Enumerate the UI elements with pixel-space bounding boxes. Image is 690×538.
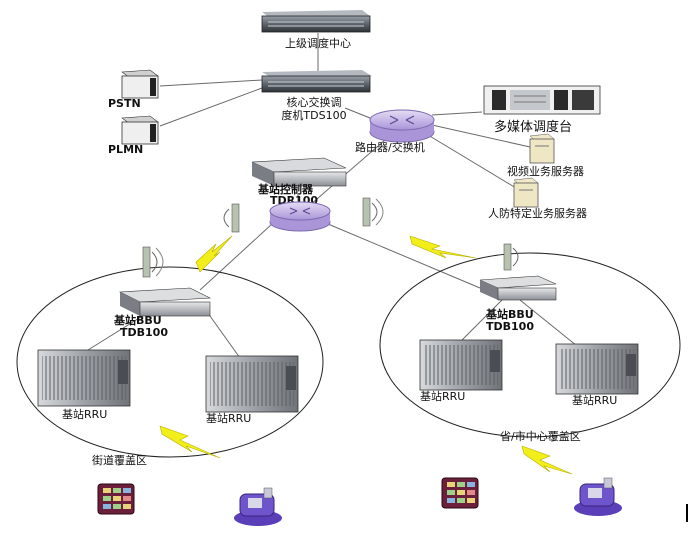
bs-router-icon: [269, 201, 331, 232]
street-area-label: 街道覆盖区: [92, 453, 147, 467]
antenna-icon: [362, 197, 384, 227]
rru-left-1-icon: [37, 349, 131, 407]
bbu-right-label-line1: 基站BBU: [485, 307, 534, 321]
handset-terminal-icon: [97, 483, 135, 515]
pstn-label: PSTN: [108, 97, 141, 110]
rru-left-1-label: 基站RRU: [62, 407, 107, 421]
rru-right-2-label: 基站RRU: [572, 393, 617, 407]
video-server-icon: [529, 133, 555, 164]
antenna-icon: [223, 203, 240, 233]
city-coverage-ellipse: [379, 252, 681, 438]
bs-controller-icon: [251, 157, 347, 187]
rru-right-1-label: 基站RRU: [420, 389, 465, 403]
bbu-right-label-line2: TDB100: [486, 320, 534, 333]
civil-defense-server-icon: [513, 177, 539, 208]
bbu-right-icon: [479, 275, 557, 301]
city-area-label: 省/市中心覆盖区: [500, 429, 581, 443]
antenna-icon: [142, 246, 164, 278]
core-switch-label-line2: 度机TDS100: [281, 108, 346, 122]
civil-defense-server-label: 人防特定业务服务器: [488, 206, 587, 220]
rru-left-2-icon: [205, 355, 299, 413]
plmn-icon: [121, 115, 159, 145]
pstn-icon: [121, 69, 159, 99]
router-switch-icon: [369, 109, 435, 143]
router-label: 路由器/交换机: [355, 140, 425, 154]
video-server-label: 视频业务服务器: [507, 164, 584, 178]
wireless-link-icon: [521, 445, 573, 475]
handset-terminal-icon: [441, 477, 479, 509]
core-switch-rack: [261, 70, 372, 93]
core-switch-label-line1: 核心交换调: [287, 95, 342, 109]
multimedia-console-label: 多媒体调度台: [494, 119, 572, 135]
rru-left-2-label: 基站RRU: [206, 411, 251, 425]
antenna-icon: [503, 243, 519, 271]
text-cursor-mark: [686, 504, 688, 522]
wireless-link-icon: [195, 235, 233, 273]
plmn-label: PLMN: [108, 143, 143, 156]
bbu-left-label-line1: 基站BBU: [113, 313, 162, 327]
rru-right-1-icon: [419, 339, 503, 391]
radio-terminal-icon: [234, 487, 282, 526]
multimedia-console-icon: [483, 85, 601, 115]
bbu-left-icon: [118, 287, 212, 317]
radio-terminal-icon: [574, 477, 622, 516]
street-coverage-ellipse: [16, 266, 324, 458]
superior-dispatch-center-rack: [261, 10, 371, 33]
wireless-link-icon: [409, 235, 477, 259]
wireless-link-icon: [159, 425, 221, 459]
superior-center-label: 上级调度中心: [285, 36, 351, 50]
bs-controller-label-line1: 基站控制器: [257, 182, 314, 196]
bbu-left-label-line2: TDB100: [120, 326, 168, 339]
rru-right-2-icon: [555, 343, 639, 395]
